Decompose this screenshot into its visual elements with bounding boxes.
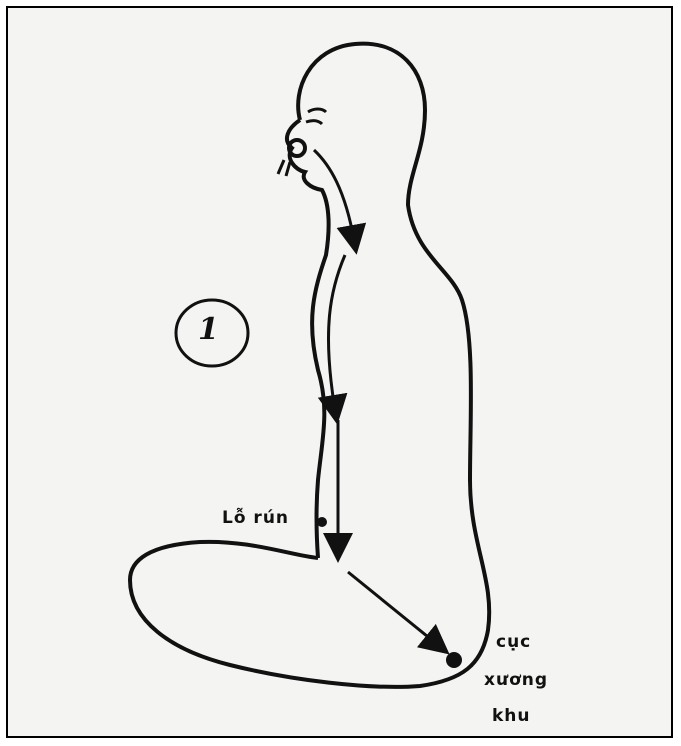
figure-number: 1: [198, 312, 219, 347]
tailbone-label-line2: xương: [484, 670, 548, 690]
tailbone-label-line1: cục: [496, 632, 531, 652]
breath-marks: [278, 160, 290, 176]
eye-icon: [306, 109, 326, 124]
breath-arrow-chest: [328, 255, 345, 410]
tailbone-point: [446, 652, 462, 668]
tailbone-label-line3: khu: [492, 706, 531, 726]
navel-label: Lỗ rún: [222, 508, 289, 528]
navel-point: [317, 517, 327, 527]
breath-arrow-nose: [314, 150, 354, 240]
breath-arrow-tailbone: [348, 572, 438, 645]
face-profile: [287, 120, 329, 558]
body-outline: [130, 44, 489, 687]
